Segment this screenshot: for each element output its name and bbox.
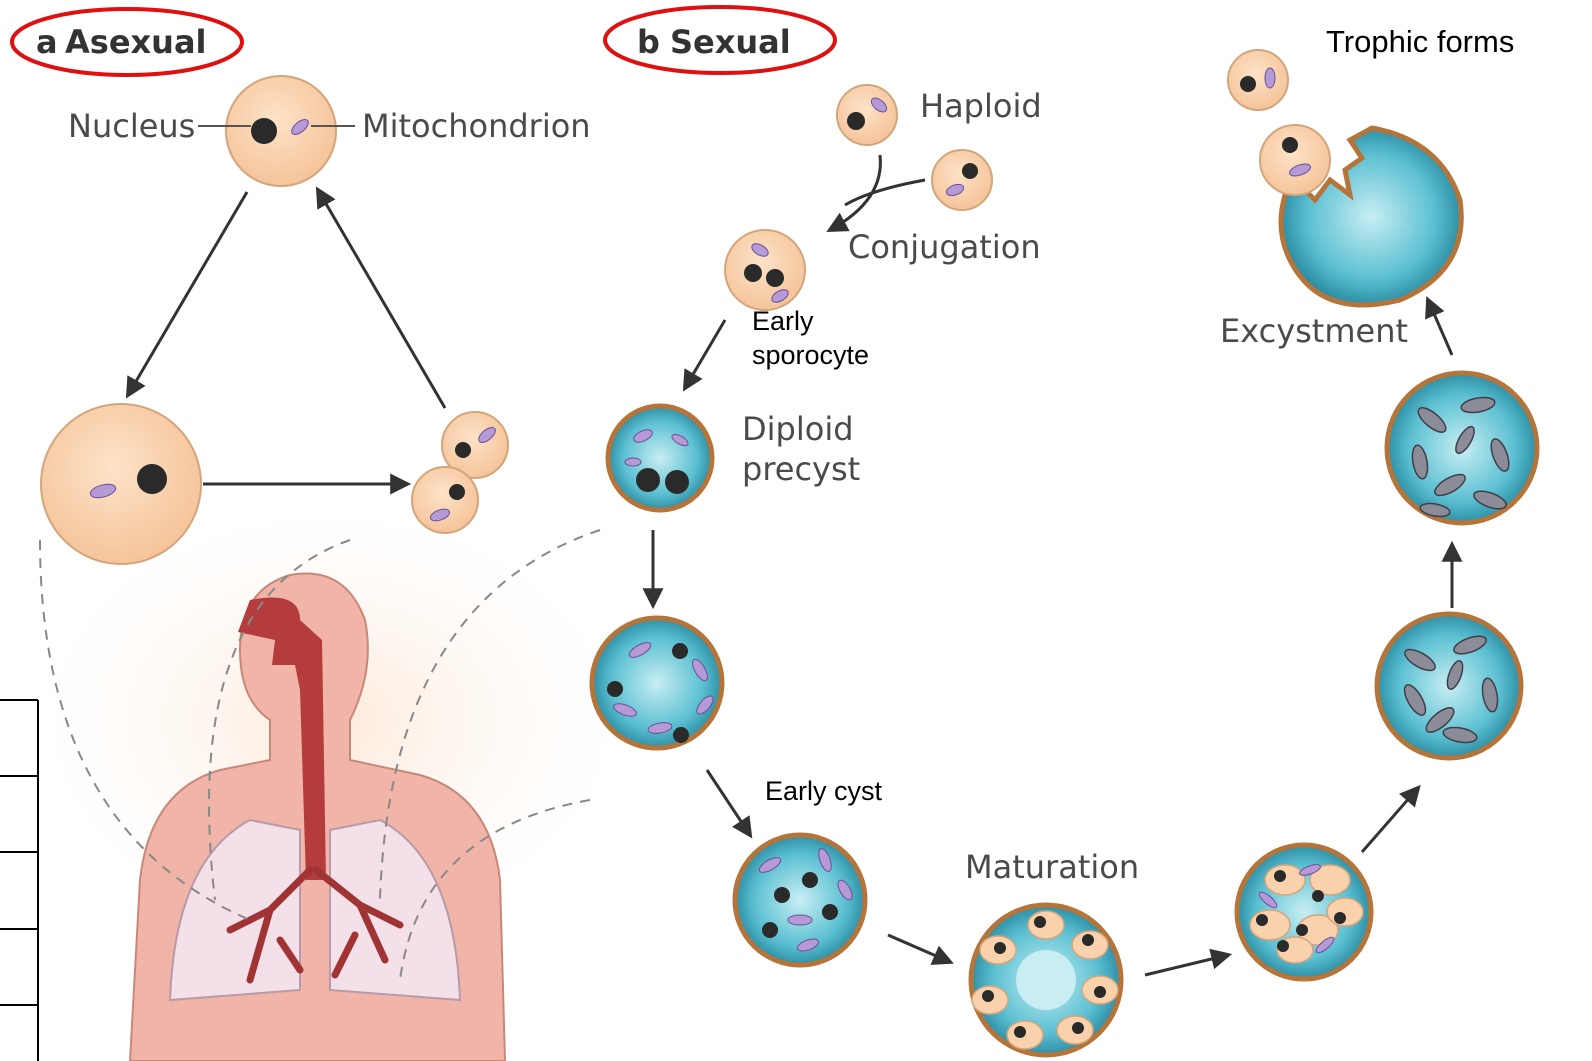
table-edge-fragment <box>0 700 38 1061</box>
trophic-form-2 <box>1260 125 1330 195</box>
label-mitochondrion: Mitochondrion <box>362 107 591 145</box>
precyst-stage-2 <box>592 618 722 748</box>
human-torso-lungs-icon <box>40 510 620 1061</box>
arrow-to-maturation <box>888 935 950 962</box>
asexual-dividing-cells <box>412 412 508 533</box>
label-haploid: Haploid <box>920 87 1042 125</box>
maturation-cyst <box>971 905 1121 1055</box>
arrow-to-excystment <box>1428 300 1452 355</box>
trophic-form-1 <box>1228 50 1288 110</box>
arrow-to-early-cyst <box>707 770 750 835</box>
panel-title-asexual: a Asexual <box>12 9 242 75</box>
label-conjugation: Conjugation <box>848 228 1041 266</box>
label-nucleus: Nucleus <box>68 107 195 145</box>
label-diploid-line1: Diploid <box>742 410 854 448</box>
panel-title-sexual-text: Sexual <box>670 23 791 61</box>
label-maturation: Maturation <box>965 848 1139 886</box>
haploid-cell-1 <box>837 85 897 145</box>
label-diploid-line2: precyst <box>742 450 860 488</box>
label-trophic-forms: Trophic forms <box>1326 24 1514 59</box>
asexual-large-cell <box>41 404 201 564</box>
label-early-sporocyte-line1: Early <box>752 306 814 336</box>
asexual-top-cell <box>198 76 355 186</box>
mature-cyst-2 <box>1387 373 1537 523</box>
label-early-cyst: Early cyst <box>765 776 883 806</box>
panel-title-sexual: b Sexual <box>605 7 835 73</box>
early-cyst <box>735 835 865 965</box>
panel-letter-a: a <box>36 23 58 61</box>
late-cyst <box>1237 845 1371 979</box>
diploid-precyst-cyst <box>608 406 712 510</box>
panel-letter-b: b <box>637 23 660 61</box>
conjugation-arrows <box>830 155 925 230</box>
label-excystment: Excystment <box>1220 312 1408 350</box>
mature-cyst-1 <box>1377 614 1521 758</box>
panel-title-asexual-text: Asexual <box>65 23 207 61</box>
haploid-cell-2 <box>932 150 992 210</box>
arrow-to-diploid <box>685 320 725 388</box>
label-early-sporocyte-line2: sporocyte <box>752 340 869 370</box>
arrow-to-mature-cyst-1 <box>1362 788 1418 852</box>
early-sporocyte-cell <box>725 230 805 310</box>
arrow-to-late-cyst <box>1145 955 1228 975</box>
